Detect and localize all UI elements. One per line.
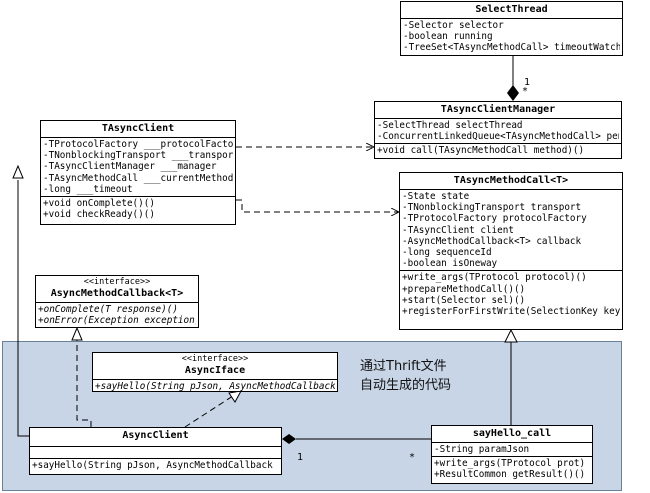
class-name-tasyncmethodcall: TAsyncMethodCall<T> [453,175,569,186]
operation-row: +void call(TAsyncMethodCall method)() [377,145,585,157]
class-tasyncmethodcall: TAsyncMethodCall<T> -State state -TNonbl… [399,172,623,330]
operation-row: +onError(Exception exception)() [38,315,196,327]
class-name-asyncmethodcallback: AsyncMethodCallback<T> [50,288,184,299]
operation-row: +sayHello(String pJson, AsyncMethodCallb… [95,381,335,392]
operations-asynciface: +sayHello(String pJson, AsyncMethodCallb… [93,380,337,393]
class-name-tasyncclient: TAsyncClient [101,123,175,134]
operation-row: +onComplete(T response)() [38,304,178,315]
attribute-row: -long ___timeout [43,183,133,195]
attribute-row: -TreeSet<TAsyncMethodCall> timeoutWatchS… [403,42,620,54]
operation-row: +ResultCommon getResult()() [434,469,586,481]
composition-diamond-asyncclient [282,434,296,444]
class-name-asynciface: AsyncIface [184,365,246,376]
attributes-selectthread: -Selector selector -boolean running -Tre… [401,19,622,55]
multiplicity-call-many: * [409,452,416,463]
generated-code-note-line2: 自动生成的代码 [360,378,452,393]
multiplicity-asyncclient-one: 1 [297,452,304,463]
generated-code-note: 通过Thrift文件 自动生成的代码 [360,357,490,395]
realization-iface-triangle [228,390,242,403]
class-sayhello-call: sayHello_call -String paramJson +write_a… [431,425,593,484]
class-selectthread: SelectThread -Selector selector -boolean… [400,1,623,56]
class-tasyncclient: TAsyncClient -TProtocolFactory ___protoc… [40,120,236,225]
operations-asyncclient: +sayHello(String pJson, AsyncMethodCallb… [30,459,281,472]
operation-row: +start(Selector sel)() [402,294,526,306]
class-name-asyncclient: AsyncClient [122,430,189,441]
generalization-asyncclient-line [17,180,30,437]
generalization-call-triangle [504,328,518,343]
operation-row: +void checkReady()() [43,209,155,221]
interface-asyncmethodcallback: <<interface>> AsyncMethodCallback<T> +on… [35,275,199,328]
attribute-row: -boolean isOneway [402,258,498,270]
generalization-asyncclient-triangle [12,164,24,179]
attributes-tasyncmethodcall: -State state -TNonblockingTransport tran… [400,190,622,272]
attribute-row: -Selector selector [403,20,504,31]
attribute-row: -TAsyncClient client [402,224,514,236]
class-tasyncclientmanager: TAsyncClientManager -SelectThread select… [374,101,622,159]
operation-row: +registerForFirstWrite(SelectionKey key)… [402,306,620,318]
operation-row: +sayHello(String pJson, AsyncMethodCallb… [32,460,279,471]
attributes-tasyncclient: -TProtocolFactory ___protocolFactory -TN… [41,138,235,198]
operations-sayhello-call: +write_args(TProtocol prot) () +ResultCo… [432,457,592,481]
operation-row: +void onComplete()() [43,198,155,210]
operations-tasyncmethodcall: +write_args(TProtocol protocol)() +prepa… [400,271,622,318]
operation-row: +write_args(TProtocol protocol)() [402,272,587,284]
class-name-sayhello-call: sayHello_call [472,428,552,439]
operations-tasyncclientmanager: +void call(TAsyncMethodCall method)() [375,144,621,157]
attribute-row: -boolean running [403,31,493,43]
attribute-row: -ConcurrentLinkedQueue<TAsyncMethodCall>… [377,131,619,143]
attributes-sayhello-call: -String paramJson [432,443,592,458]
generated-code-note-line1: 通过Thrift文件 [360,359,447,374]
operations-tasyncclient: +void onComplete()() +void checkReady()(… [41,197,235,221]
class-name-selectthread: SelectThread [475,4,548,15]
dependency-client-to-methodcall [236,199,399,212]
stereotype-label: <<interface>> [181,354,249,364]
attribute-row: -TNonblockingTransport transport [402,202,582,214]
attribute-row: -TNonblockingTransport ___transport [43,150,233,162]
operation-row: +prepareMethodCall()() [402,283,526,295]
attributes-asyncclient [30,447,281,459]
multiplicity-selectthread-one: 1 [524,77,531,88]
operations-asyncmethodcallback: +onComplete(T response)() +onError(Excep… [36,303,198,327]
attribute-row: -TAsyncClientManager ___manager [43,161,217,173]
multiplicity-selectthread-many: * [522,86,529,97]
class-asyncclient: AsyncClient +sayHello(String pJson, Asyn… [29,427,282,475]
stereotype-label: <<interface>> [83,277,151,287]
realization-asyncclient-to-iface [184,393,237,428]
attribute-row: -long sequenceId [402,247,492,259]
attribute-row: -TProtocolFactory ___protocolFactory [43,139,233,150]
attribute-row: -SelectThread selectThread [377,120,523,131]
attribute-row: -TAsyncMethodCall ___currentMethod [43,172,233,184]
attribute-row: -AsyncMethodCallback<T> callback [402,235,582,247]
attribute-row: -State state [402,191,470,202]
attribute-row: -String paramJson [434,444,530,455]
attributes-tasyncclientmanager: -SelectThread selectThread -ConcurrentLi… [375,119,621,145]
attribute-row: -TProtocolFactory protocolFactory [402,213,587,225]
composition-diamond-selectthread [507,85,519,101]
operation-row: +write_args(TProtocol prot) () [434,458,590,470]
class-name-tasyncclientmanager: TAsyncClientManager [440,104,556,115]
interface-asynciface: <<interface>> AsyncIface +sayHello(Strin… [92,352,338,392]
realization-callback-triangle [71,326,83,341]
realization-asyncclient-to-callback [76,340,92,427]
